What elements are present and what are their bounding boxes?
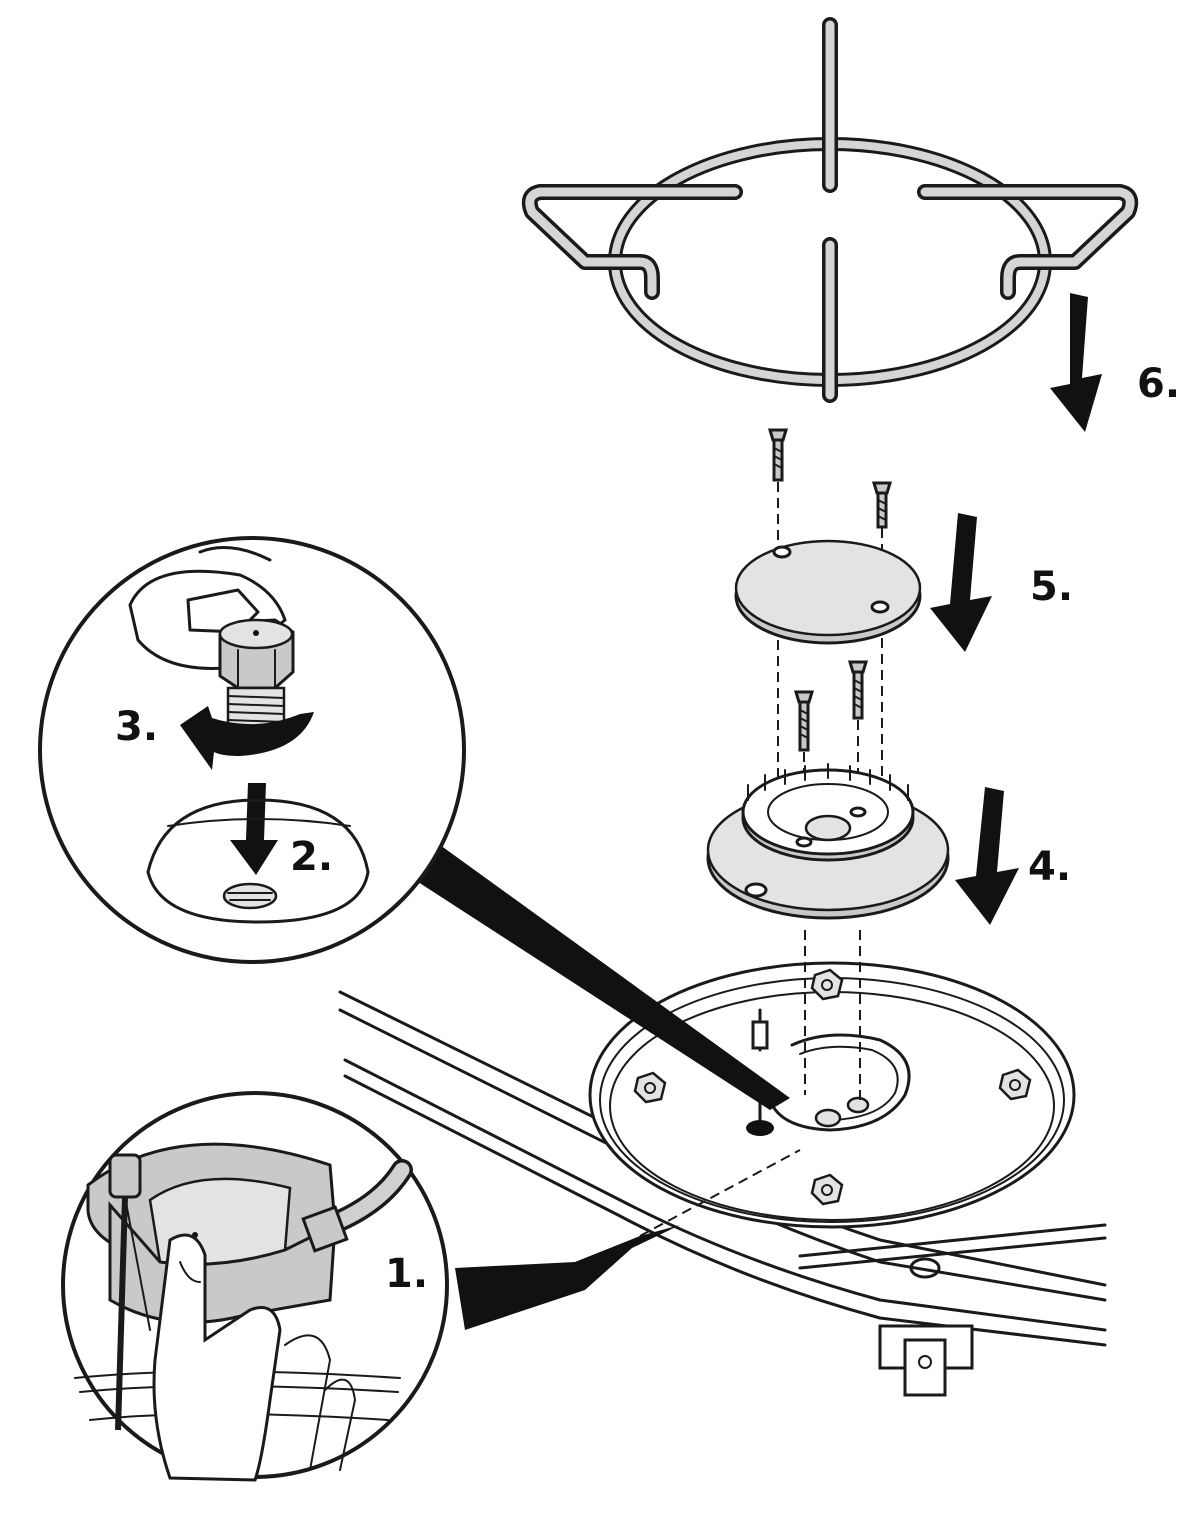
- step-label-5: 5.: [1030, 564, 1073, 610]
- cap-screw: [871, 481, 893, 529]
- pan-support: [521, 17, 1139, 403]
- callout-wedge-detail-1: [455, 1149, 801, 1330]
- arrow-step-5: [930, 513, 992, 652]
- burner-body: [706, 763, 950, 920]
- detail-circle-injector: [38, 536, 466, 964]
- burner-screw: [847, 660, 869, 720]
- callout-wedge-detail-2-3: [415, 845, 790, 1110]
- step-label-6: 6.: [1137, 361, 1180, 407]
- step-label-1: 1.: [385, 1251, 428, 1297]
- housing-nut: [633, 1071, 667, 1104]
- step-label-3: 3.: [115, 704, 158, 750]
- arrow-step-6: [1050, 293, 1102, 432]
- burner-cap: [734, 539, 922, 645]
- housing-nut: [810, 1173, 844, 1206]
- step-label-4: 4.: [1028, 844, 1071, 890]
- detail-circle-gas-connection: [61, 1091, 449, 1482]
- burner-housing: [588, 961, 1076, 1229]
- arrow-step-4: [955, 787, 1019, 925]
- step-label-2: 2.: [290, 834, 333, 880]
- cap-screw: [767, 428, 789, 482]
- housing-nut: [810, 968, 844, 1001]
- housing-nut: [998, 1068, 1032, 1101]
- burner-screw: [793, 690, 815, 752]
